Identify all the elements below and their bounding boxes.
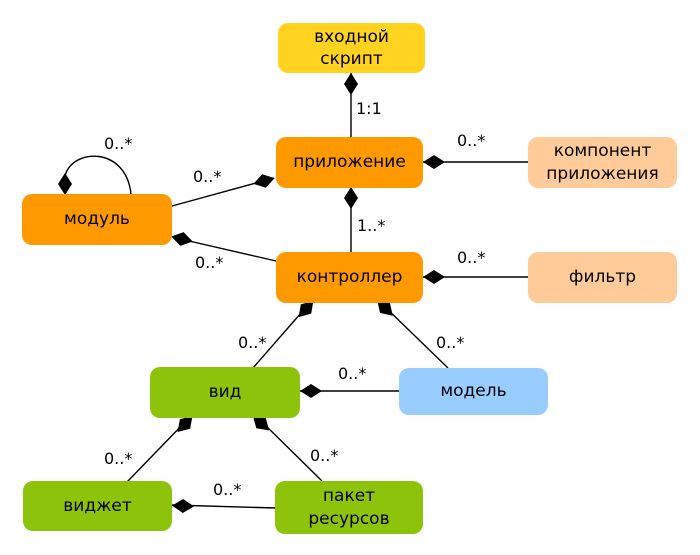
multiplicity-widget-assetbundle: 0..* xyxy=(213,480,242,499)
node-model: модель xyxy=(399,368,548,415)
multiplicity-view-widget: 0..* xyxy=(104,449,133,468)
composition-diamond-controller-filter xyxy=(423,270,445,284)
composition-diamond-application-appcomponent xyxy=(423,155,445,169)
node-asset-bundle: пакет ресурсов xyxy=(275,481,423,534)
multiplicity-entry-application: 1:1 xyxy=(356,99,382,118)
composition-diamond-application-module xyxy=(253,174,275,188)
edge-module-self xyxy=(64,155,132,195)
composition-diamond-controller-model xyxy=(377,300,393,316)
multiplicity-application-module: 0..* xyxy=(193,167,222,186)
node-entry-script: входной скрипт xyxy=(278,23,425,73)
node-application: приложение xyxy=(276,137,423,188)
node-filter: фильтр xyxy=(528,252,677,303)
composition-diamond-view-assetbundle xyxy=(252,415,270,431)
composition-diamond-module-self xyxy=(58,173,72,195)
edge-module-controller xyxy=(175,237,277,262)
multiplicity-view-assetbundle: 0..* xyxy=(310,446,339,465)
node-app-component: компонент приложения xyxy=(528,137,677,188)
edge-controller-view xyxy=(252,304,309,369)
multiplicity-controller-filter: 0..* xyxy=(457,248,486,267)
node-module: модуль xyxy=(22,194,172,245)
node-controller: контроллер xyxy=(276,252,423,303)
multiplicity-module-controller: 0..* xyxy=(195,253,224,272)
node-view: вид xyxy=(150,367,300,418)
node-widget: виджет xyxy=(23,481,172,531)
composition-diamond-view-model xyxy=(300,384,322,398)
composition-diamond-application-controller xyxy=(344,187,358,209)
edge-view-assetbundle xyxy=(258,418,323,482)
composition-diamond-view-widget xyxy=(177,415,193,433)
multiplicity-view-model: 0..* xyxy=(338,364,367,383)
multiplicity-application-appcomponent: 0..* xyxy=(457,131,486,150)
multiplicity-module-self: 0..* xyxy=(104,134,133,153)
composition-diamond-entry xyxy=(344,73,358,95)
multiplicity-controller-view: 0..* xyxy=(238,333,267,352)
multiplicity-controller-model: 0..* xyxy=(436,333,465,352)
composition-diamond-widget-assetbundle xyxy=(172,499,194,513)
edge-view-widget xyxy=(126,418,189,483)
composition-diamond-controller-view xyxy=(298,300,314,318)
multiplicity-application-controller: 1..* xyxy=(357,216,386,235)
composition-diamond-module-controller xyxy=(171,232,193,246)
edge-controller-model xyxy=(382,304,449,369)
